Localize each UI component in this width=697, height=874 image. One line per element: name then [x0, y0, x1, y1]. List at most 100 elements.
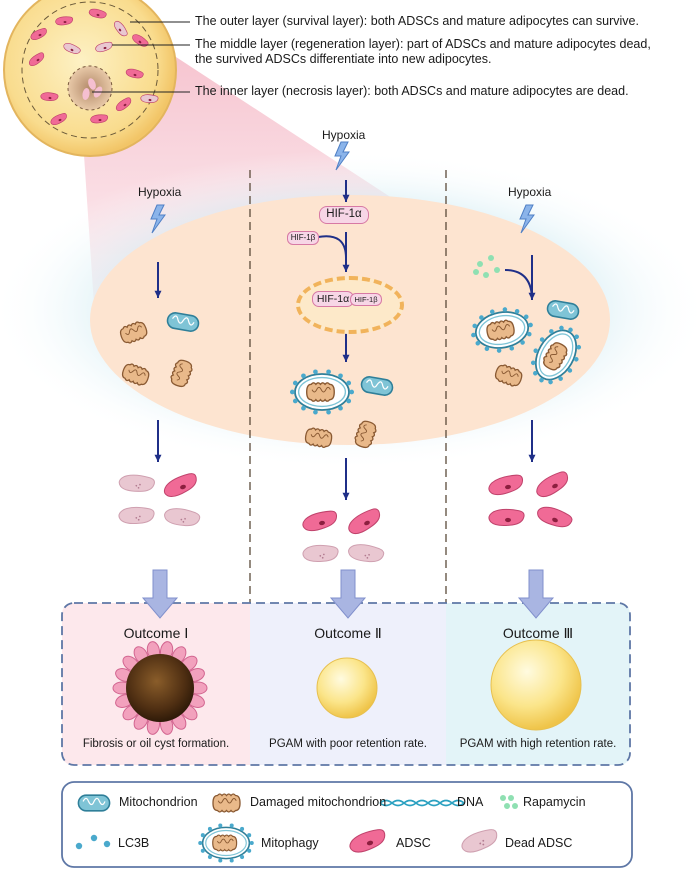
- arrow-col1-b-head: [154, 454, 162, 462]
- small-graft: [316, 657, 378, 719]
- hypoxia-label-3: Hypoxia: [508, 185, 552, 199]
- lightning-icon-1: [150, 204, 166, 234]
- graft-adsc: [50, 113, 67, 126]
- lightning-icon-3: [519, 204, 535, 234]
- legend-adsc-label: ADSC: [396, 836, 431, 850]
- legend-rapamycin-icon: [508, 795, 514, 801]
- graft-adsc: [40, 92, 59, 101]
- graft-adsc: [88, 8, 107, 19]
- outcome-arrow-2: [329, 569, 367, 619]
- arrow-col2-c-head: [342, 354, 350, 362]
- outcome-1-title: Outcome Ⅰ: [123, 625, 189, 641]
- inner-layer-label: The inner layer (necrosis layer): both A…: [195, 84, 629, 98]
- legend-lc3b-icon: [90, 834, 98, 842]
- hif1b-nucleus-pill: HIF-1β: [350, 293, 382, 306]
- adsc-col3-a: [488, 474, 524, 496]
- outcome-arrows: [141, 569, 555, 619]
- adsc-col3-d: [537, 506, 573, 528]
- adsc-col3-b: [536, 471, 569, 498]
- rapamycin-dot: [488, 255, 494, 261]
- legend-damaged-label: Damaged mitochondrion: [250, 795, 387, 809]
- legend-adsc-icon: [349, 829, 386, 853]
- dead-adsc-col2-b: [348, 544, 385, 563]
- fat-graft-cross-section: [3, 0, 177, 157]
- hypoxia-label-1: Hypoxia: [138, 185, 182, 199]
- outcome-3-caption: PGAM with high retention rate.: [459, 738, 617, 750]
- legend-lc3b-icon: [103, 840, 111, 848]
- damaged-mito-col2-a: [304, 427, 333, 449]
- hif1a-pill: HIF-1α: [319, 206, 369, 224]
- outer-layer-label: The outer layer (survival layer): both A…: [195, 14, 639, 28]
- graft-adsc: [113, 20, 128, 37]
- legend-mitophagy-label: Mitophagy: [261, 836, 319, 850]
- adsc-col2-b: [348, 508, 381, 535]
- graft-adsc: [125, 68, 144, 79]
- legend-dna-label: DNA: [457, 795, 484, 809]
- dead-adsc-col1-b: [118, 506, 155, 525]
- outcome-3-title: Outcome Ⅲ: [502, 625, 574, 641]
- arrow-col3-b-head: [528, 454, 536, 462]
- fibrosis-oil-cyst: [112, 641, 208, 735]
- hif1a-nucleus-pill: HIF-1α: [312, 291, 354, 307]
- mito-col1: [166, 312, 200, 332]
- dead-adsc-col1-a: [118, 474, 155, 492]
- leader-lines: [92, 21, 190, 93]
- dead-adsc-col1-c: [164, 508, 201, 527]
- legend-dna-icon: [379, 799, 465, 807]
- graft-adsc: [28, 52, 45, 67]
- dead-adsc-col2-a: [302, 544, 339, 563]
- mitophagy-col3-a: [471, 307, 533, 353]
- legend-dead-adsc-label: Dead ADSC: [505, 836, 573, 850]
- hypoxia-label-2: Hypoxia: [322, 128, 366, 142]
- damaged-mito-col1-b: [121, 363, 150, 386]
- outcome-2-title: Outcome Ⅱ: [314, 625, 382, 641]
- arrow-col2-b-head: [342, 264, 350, 272]
- legend-rapamycin-icon: [500, 795, 506, 801]
- process-arrows: [154, 180, 536, 500]
- arrow-col2-d-head: [342, 492, 350, 500]
- damaged-mito-col2-b: [354, 420, 377, 449]
- cell-adsc-group: [28, 8, 159, 126]
- graft-adsc: [95, 41, 113, 53]
- graft-adsc: [63, 42, 81, 54]
- outcome-2-caption: PGAM with poor retention rate.: [269, 738, 427, 750]
- middle-layer-label-2: the survived ADSCs differentiate into ne…: [195, 52, 492, 66]
- graft-adsc: [115, 97, 132, 112]
- legend-mitochondrion-icon: [77, 794, 111, 812]
- legend-damaged-icon: [212, 793, 241, 813]
- legend-rapamycin-icon: [504, 803, 510, 809]
- adsc-col1: [163, 473, 197, 498]
- legend-lc3b-icon: [75, 842, 83, 850]
- mitophagy-col2: [289, 369, 355, 415]
- graft-adsc: [30, 28, 47, 41]
- legend-rapamycin-icon: [512, 803, 518, 809]
- rapamycin-dot: [483, 272, 489, 278]
- damaged-mito-col1-a: [119, 321, 148, 344]
- graft-adsc: [140, 94, 159, 103]
- legend-mitochondrion-label: Mitochondrion: [119, 795, 198, 809]
- mito-col2: [360, 376, 394, 396]
- lightning-icon-2: [334, 141, 350, 171]
- legend-dna-icon-2: [379, 799, 465, 807]
- middle-layer-label: The middle layer (regeneration layer): p…: [195, 37, 651, 51]
- mito-col3: [546, 300, 580, 320]
- rapamycin-dot: [473, 269, 479, 275]
- damaged-mito-col1-c: [170, 359, 193, 388]
- column-dividers: [249, 170, 447, 612]
- outcome-1-caption: Fibrosis or oil cyst formation.: [82, 738, 230, 750]
- adsc-col2-a: [302, 510, 338, 532]
- legend-lc3b-label: LC3B: [118, 836, 150, 850]
- mitophagy-col3-b: [530, 325, 582, 385]
- damaged-mito-col3: [494, 364, 523, 387]
- legend-dead-adsc-icon: [461, 829, 498, 853]
- legend-mitophagy-icon: [198, 823, 254, 863]
- graft-adsc: [90, 114, 109, 124]
- hif1b-pill: HIF-1β: [287, 231, 319, 245]
- legend-rapamycin-label: Rapamycin: [523, 795, 586, 809]
- hif-merge-arrow: [317, 235, 347, 259]
- rapamycin-dot: [477, 261, 483, 267]
- outcome-arrow-3: [517, 569, 555, 619]
- adsc-col3-c: [488, 508, 525, 527]
- rapamycin-dot: [494, 267, 500, 273]
